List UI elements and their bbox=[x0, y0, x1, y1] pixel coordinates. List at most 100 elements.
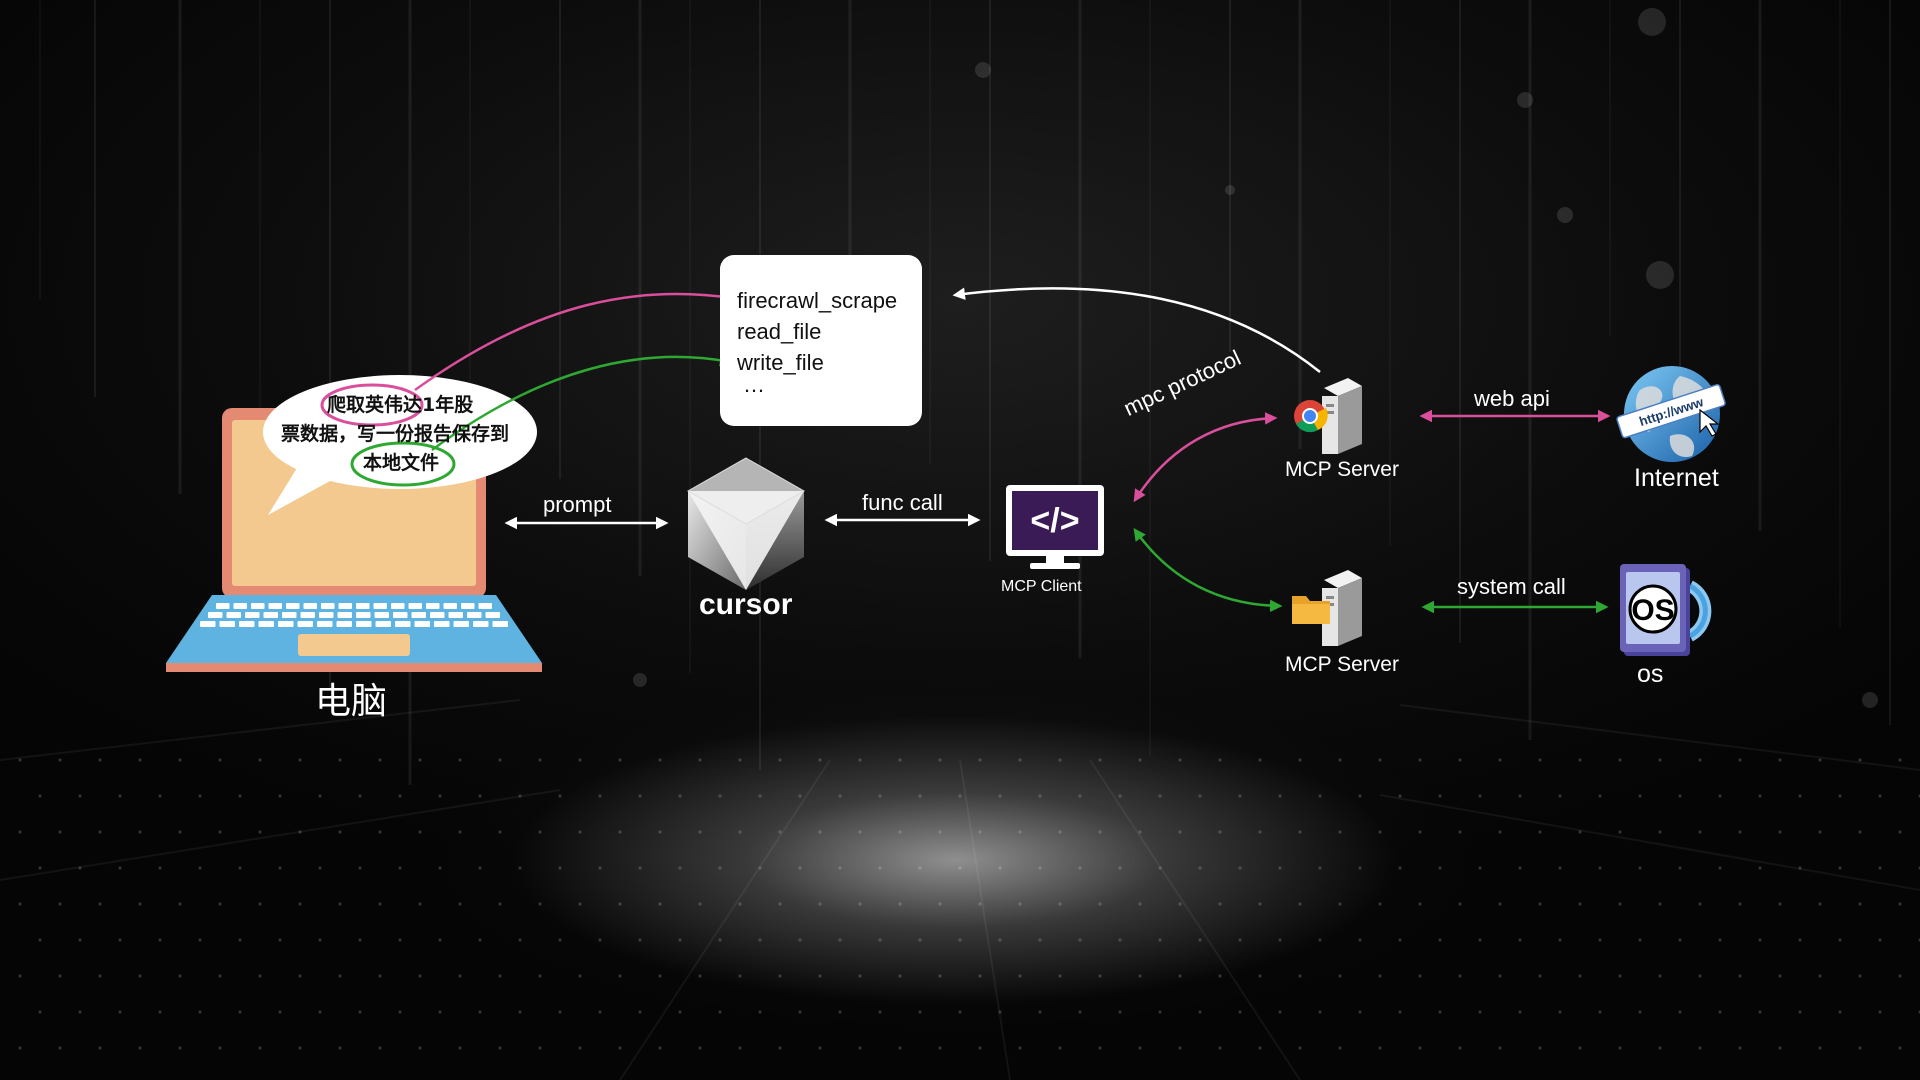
background-dot bbox=[218, 902, 222, 906]
background-dot bbox=[1738, 758, 1742, 762]
background-dot bbox=[1298, 902, 1302, 906]
laptop-key bbox=[319, 612, 334, 618]
background-dot bbox=[1118, 1010, 1122, 1014]
background-dot bbox=[458, 1046, 462, 1050]
background-dot bbox=[138, 902, 142, 906]
background-dot bbox=[538, 902, 542, 906]
background-dot bbox=[578, 758, 582, 762]
background-dot bbox=[1158, 938, 1162, 942]
background-dot bbox=[698, 974, 702, 978]
background-dot bbox=[1378, 758, 1382, 762]
background-dot bbox=[1258, 902, 1262, 906]
background-dot bbox=[918, 1010, 922, 1014]
background-dot bbox=[78, 794, 82, 798]
background-dot bbox=[958, 866, 962, 870]
background-dot bbox=[138, 974, 142, 978]
speech-bubble bbox=[263, 375, 537, 515]
background-dot bbox=[1198, 794, 1202, 798]
laptop-key bbox=[434, 621, 450, 627]
background-dot bbox=[618, 974, 622, 978]
laptop-key bbox=[414, 621, 430, 627]
background-dot bbox=[1038, 866, 1042, 870]
background-dot bbox=[598, 938, 602, 942]
background-dot bbox=[1018, 1046, 1022, 1050]
background-dot bbox=[818, 1046, 822, 1050]
background-dot bbox=[1398, 794, 1402, 798]
mcp-server-os-label: MCP Server bbox=[1285, 653, 1399, 676]
background-dot bbox=[1758, 794, 1762, 798]
background-dot bbox=[1278, 794, 1282, 798]
background-dot bbox=[58, 902, 62, 906]
background-dot bbox=[1618, 974, 1622, 978]
cursor-logo-icon bbox=[686, 457, 806, 590]
background-dot bbox=[38, 938, 42, 942]
background-dot bbox=[178, 902, 182, 906]
background-dot bbox=[1618, 1046, 1622, 1050]
background-dot bbox=[1318, 794, 1322, 798]
laptop-key bbox=[393, 612, 408, 618]
background-dot bbox=[898, 830, 902, 834]
background-dot bbox=[1438, 1010, 1442, 1014]
background-dot bbox=[1658, 902, 1662, 906]
background-dot bbox=[838, 938, 842, 942]
laptop-key bbox=[337, 612, 352, 618]
background-dot bbox=[58, 974, 62, 978]
background-dot bbox=[978, 902, 982, 906]
background-dot bbox=[578, 830, 582, 834]
tool-more: … bbox=[743, 372, 765, 397]
background-dot bbox=[178, 830, 182, 834]
background-dot bbox=[118, 794, 122, 798]
background-dot bbox=[1758, 1010, 1762, 1014]
background-dot bbox=[598, 794, 602, 798]
background-dot bbox=[1098, 1046, 1102, 1050]
background-dot bbox=[1318, 1010, 1322, 1014]
globe-icon: http://www bbox=[1616, 366, 1726, 462]
background-dot bbox=[358, 938, 362, 942]
background-dot bbox=[698, 902, 702, 906]
background-dot bbox=[1298, 1046, 1302, 1050]
background-dot bbox=[1298, 758, 1302, 762]
background-dot bbox=[238, 866, 242, 870]
arrow-bubble-to-firecrawl bbox=[414, 290, 735, 392]
laptop-key bbox=[443, 603, 457, 609]
laptop-key bbox=[478, 603, 492, 609]
background-dot bbox=[818, 974, 822, 978]
background-dot bbox=[398, 1010, 402, 1014]
background-dot bbox=[1818, 902, 1822, 906]
background-dot bbox=[178, 758, 182, 762]
background-dot bbox=[1818, 830, 1822, 834]
background-bokeh bbox=[633, 673, 647, 687]
background-dot bbox=[1378, 902, 1382, 906]
background-dot bbox=[978, 1046, 982, 1050]
laptop-key bbox=[411, 612, 426, 618]
background-dot bbox=[618, 830, 622, 834]
background-dot bbox=[498, 1046, 502, 1050]
background-dot bbox=[1218, 974, 1222, 978]
background-dot bbox=[158, 1010, 162, 1014]
background-dot bbox=[58, 1046, 62, 1050]
tool-read-file: read_file bbox=[737, 319, 822, 344]
background-dot bbox=[898, 902, 902, 906]
background-dot bbox=[818, 830, 822, 834]
background-dot bbox=[1378, 1046, 1382, 1050]
laptop-key bbox=[258, 621, 274, 627]
background-dot bbox=[1638, 866, 1642, 870]
background-dot bbox=[538, 974, 542, 978]
background-dot bbox=[638, 794, 642, 798]
background-dot bbox=[1138, 830, 1142, 834]
background-dot bbox=[98, 1046, 102, 1050]
web-api-arrow-label: web api bbox=[1474, 386, 1550, 411]
laptop-key bbox=[251, 603, 265, 609]
background-dot bbox=[118, 1010, 122, 1014]
background-dot bbox=[798, 866, 802, 870]
background-dot bbox=[778, 830, 782, 834]
code-monitor-icon: </> bbox=[1006, 485, 1104, 569]
background-dot bbox=[1098, 830, 1102, 834]
background-dot bbox=[198, 938, 202, 942]
background-dot bbox=[778, 902, 782, 906]
background-dot bbox=[198, 1010, 202, 1014]
background-dot bbox=[998, 1010, 1002, 1014]
laptop-key bbox=[492, 621, 508, 627]
background-dot bbox=[38, 1010, 42, 1014]
background-dot bbox=[1338, 974, 1342, 978]
